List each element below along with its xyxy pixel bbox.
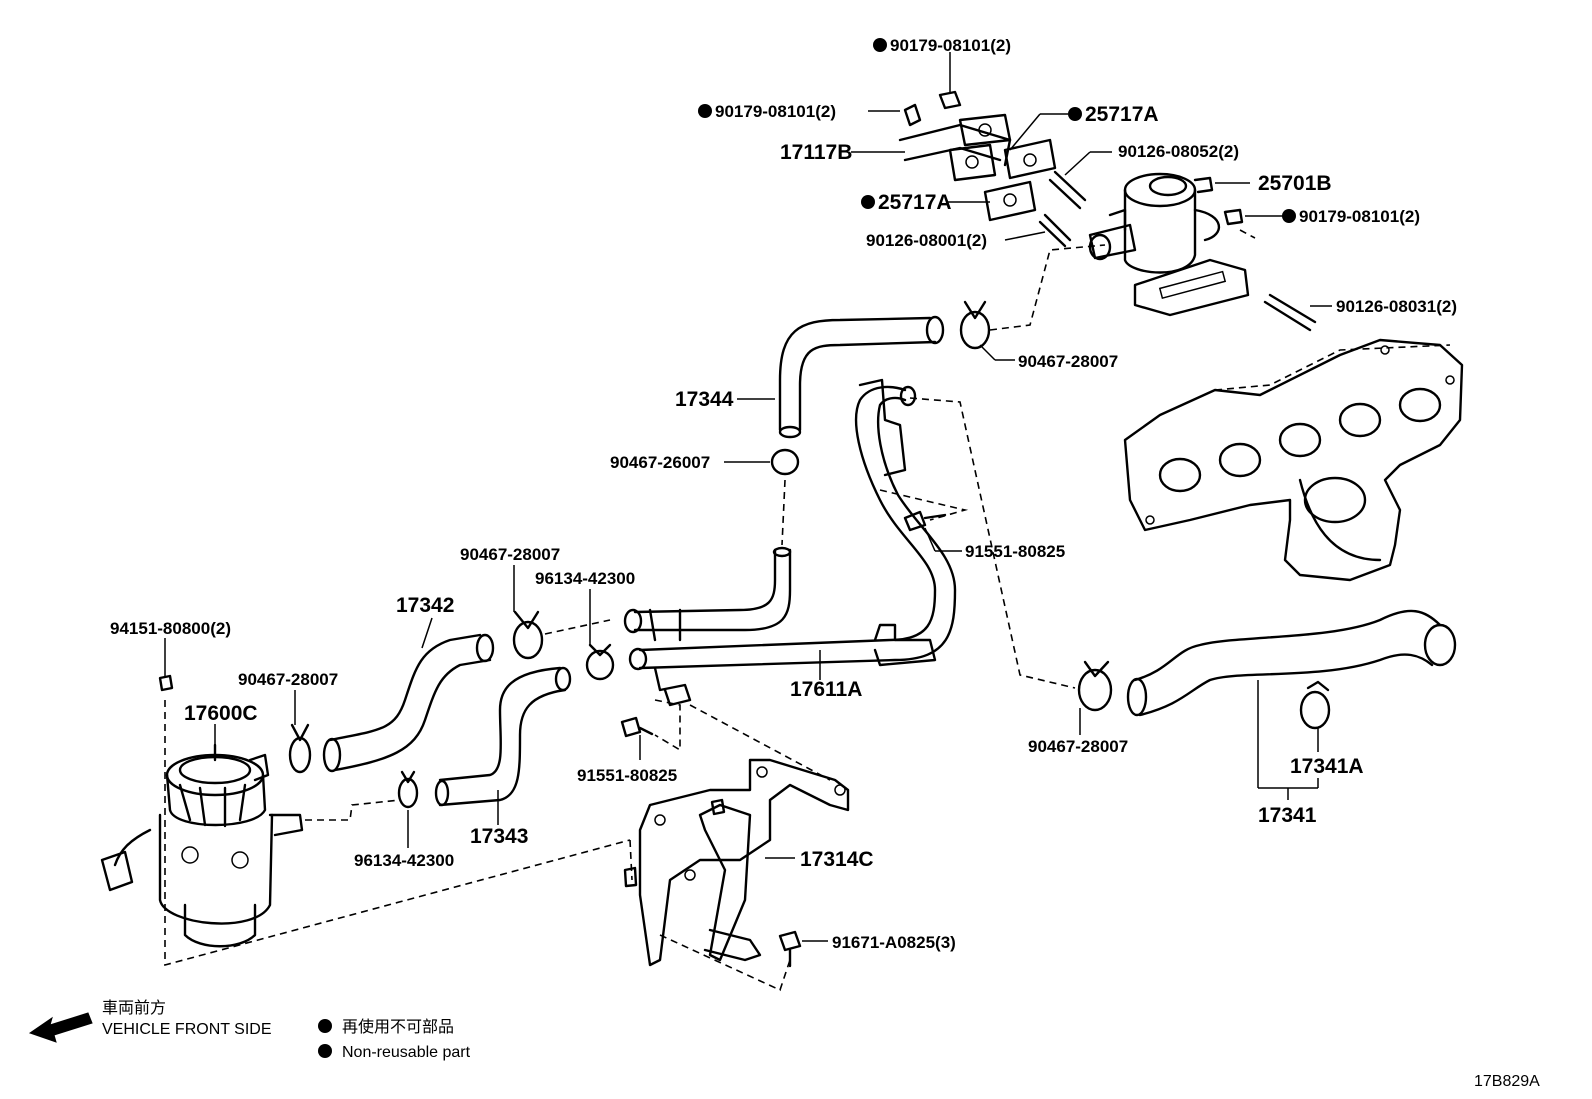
hose-clamps-drawing	[288, 300, 1331, 809]
air-switching-valve-drawing	[1088, 172, 1250, 317]
legend-direction-en: VEHICLE FRONT SIDE	[102, 1021, 272, 1038]
label-90179-08101-mid: 90179-08101(2)	[715, 102, 836, 121]
legend-nonreusable-en: Non-reusable part	[342, 1044, 471, 1061]
label-96134-42300-b: 96134-42300	[354, 851, 454, 870]
stud-bolts-drawing	[1038, 170, 1317, 332]
pipe-17611a-drawing	[623, 378, 957, 707]
front-arrow-icon	[28, 1012, 93, 1043]
nonreusable-dot-icon	[318, 1019, 332, 1033]
label-90467-28007-a: 90467-28007	[1018, 352, 1118, 371]
label-17341: 17341	[1258, 804, 1317, 827]
label-17600c: 17600C	[184, 702, 258, 725]
exhaust-manifold-drawing	[1123, 338, 1464, 582]
nonreusable-dot-icon	[318, 1044, 332, 1058]
connection-lines	[164, 229, 1256, 992]
label-91551-80825-b: 91551-80825	[577, 766, 677, 785]
legend-nonreusable-jp: 再使用不可部品	[342, 1018, 454, 1036]
nonreusable-dot	[1068, 107, 1082, 121]
label-90467-28007-c: 90467-28007	[238, 670, 338, 689]
label-90467-28007-b: 90467-28007	[460, 545, 560, 564]
diagram-code: 17B829A	[1474, 1073, 1540, 1090]
hose-17344-drawing	[778, 315, 945, 439]
gasket-and-pipe-drawing	[898, 90, 1244, 226]
label-25701b: 25701B	[1258, 172, 1332, 195]
label-17342: 17342	[396, 594, 454, 617]
label-91551-80825-a: 91551-80825	[965, 542, 1065, 561]
label-90467-28007-d: 90467-28007	[1028, 737, 1128, 756]
label-94151-80800: 94151-80800(2)	[110, 619, 231, 638]
legend-direction-jp: 車両前方	[102, 999, 166, 1017]
nonreusable-dot	[861, 195, 875, 209]
label-25717a-bottom: 25717A	[878, 191, 952, 214]
hose-17341-drawing	[1126, 609, 1457, 717]
label-90126-08052: 90126-08052(2)	[1118, 142, 1239, 161]
label-17343: 17343	[470, 825, 528, 848]
label-17611a: 17611A	[790, 678, 862, 701]
label-25717a-top: 25717A	[1085, 103, 1159, 126]
label-17341a: 17341A	[1290, 755, 1364, 778]
bracket-17314c-drawing	[638, 758, 850, 967]
label-90126-08001: 90126-08001(2)	[866, 231, 987, 250]
label-90179-08101-right: 90179-08101(2)	[1299, 207, 1420, 226]
part-labels: 90179-08101(2) 90179-08101(2) 25717A 171…	[110, 36, 1457, 952]
label-91671-a0825: 91671-A0825(3)	[832, 933, 956, 952]
label-96134-42300-a: 96134-42300	[535, 569, 635, 588]
label-90126-08031: 90126-08031(2)	[1336, 297, 1457, 316]
hose-17343-drawing	[434, 666, 572, 807]
label-90179-08101-top: 90179-08101(2)	[890, 36, 1011, 55]
label-17314c: 17314C	[800, 848, 874, 871]
hose-17342-drawing	[322, 633, 495, 773]
leader-lines	[164, 52, 1332, 942]
nonreusable-dot	[1282, 209, 1296, 223]
legend: 車両前方 VEHICLE FRONT SIDE 再使用不可部品 Non-reus…	[28, 999, 471, 1061]
bolts-drawing	[158, 510, 947, 968]
nonreusable-dot	[698, 104, 712, 118]
label-90467-26007: 90467-26007	[610, 453, 710, 472]
air-pump-drawing	[100, 743, 304, 948]
label-17117b: 17117B	[780, 141, 852, 164]
nonreusable-dot	[873, 38, 887, 52]
label-17344: 17344	[675, 388, 734, 411]
